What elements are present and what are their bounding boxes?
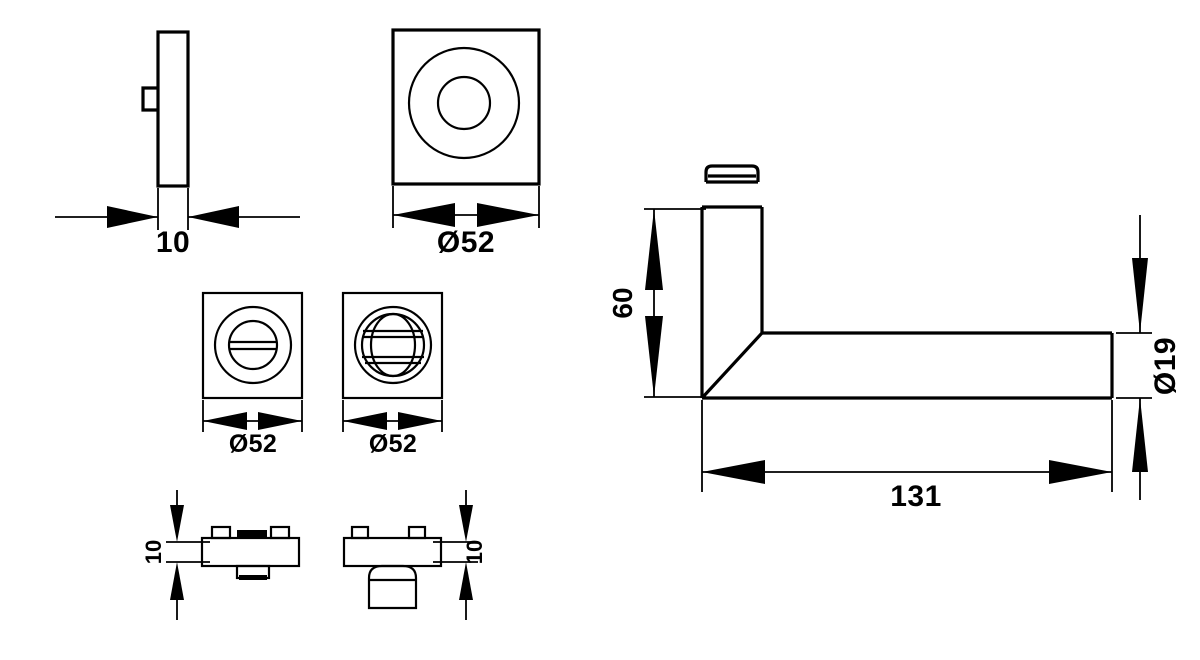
arrow-head-60-top: [645, 209, 663, 290]
section-left-plate: [200, 536, 301, 568]
arrow-head-d52-thumbturn-left: [343, 412, 387, 430]
view-rosette-square-front: Ø52: [391, 28, 541, 259]
rosette-release-outer-ring: [213, 305, 293, 385]
rosette-inner-ring: [436, 75, 492, 131]
lever-neck-cap-outline: [704, 164, 760, 182]
rosette-side-plate-outline: [156, 30, 190, 188]
dim-label-lever-length: 131: [890, 480, 942, 513]
rosette-release-inner-ring: [227, 319, 279, 371]
view-rosette-thumbturn: Ø52: [341, 291, 444, 458]
arrow-head-d19-bottom: [1132, 398, 1148, 472]
dim-label-rosette-thickness: 10: [156, 226, 190, 259]
rosette-thumbturn-square-outline: [341, 291, 444, 400]
view-rosette-side-profile: 10: [55, 30, 300, 259]
section-right-lug-left: [350, 525, 370, 540]
view-lever-handle: 60 131 Ø19: [607, 164, 1182, 513]
section-right-knob-body: [367, 564, 418, 610]
section-left-arrow-up: [170, 505, 184, 542]
lever-neck-sides: [700, 207, 764, 398]
arrow-head-10-left: [107, 206, 158, 228]
arrow-head-d19-top: [1132, 258, 1148, 333]
rosette-square-outline: [391, 28, 541, 186]
rosette-release-square-outline: [201, 291, 304, 400]
arrow-head-d52-top-left: [393, 203, 455, 227]
rosette-side-nub-outline: [141, 86, 158, 112]
section-right-plate: [342, 536, 443, 568]
section-left-boss-shadow: [239, 575, 267, 580]
dim-label-rosette-diameter-thumbturn: Ø52: [369, 430, 417, 458]
dim-label-lever-bar-diameter: Ø19: [1149, 337, 1182, 395]
arrow-head-131-left: [702, 460, 765, 484]
section-left-lug-left: [210, 525, 232, 540]
arrow-head-d52-top-right: [477, 203, 539, 227]
section-left-insert-top: [237, 530, 267, 538]
arrow-head-d52-release-right: [258, 412, 302, 430]
arrow-head-60-bottom: [645, 316, 663, 397]
dim-label-section-thickness-right: 10: [462, 540, 487, 564]
section-left-arrow-down: [170, 562, 184, 600]
view-rosette-section-right: 10: [342, 490, 487, 620]
arrow-head-d52-thumbturn-right: [398, 412, 442, 430]
section-right-arrow-down: [459, 562, 473, 600]
arrow-head-d52-release-left: [203, 412, 247, 430]
rosette-outer-ring: [407, 46, 521, 160]
dim-label-lever-neck-height: 60: [607, 287, 638, 318]
section-right-lug-right: [407, 525, 427, 540]
dim-label-rosette-diameter-release: Ø52: [229, 430, 277, 458]
view-rosette-emergency-release: Ø52: [201, 291, 304, 458]
rosette-thumbturn-outer-ring: [353, 305, 433, 385]
arrow-head-10-right: [188, 206, 239, 228]
dim-label-section-thickness-left: 10: [141, 540, 166, 564]
dim-label-rosette-diameter: Ø52: [437, 226, 495, 259]
view-rosette-section-left: 10: [141, 490, 301, 620]
rosette-thumbturn-knob-body: [369, 312, 417, 378]
section-left-lug-right: [269, 525, 291, 540]
arrow-head-131-right: [1049, 460, 1112, 484]
lever-diagonal-transition: [700, 331, 764, 400]
section-right-arrow-up: [459, 505, 473, 542]
